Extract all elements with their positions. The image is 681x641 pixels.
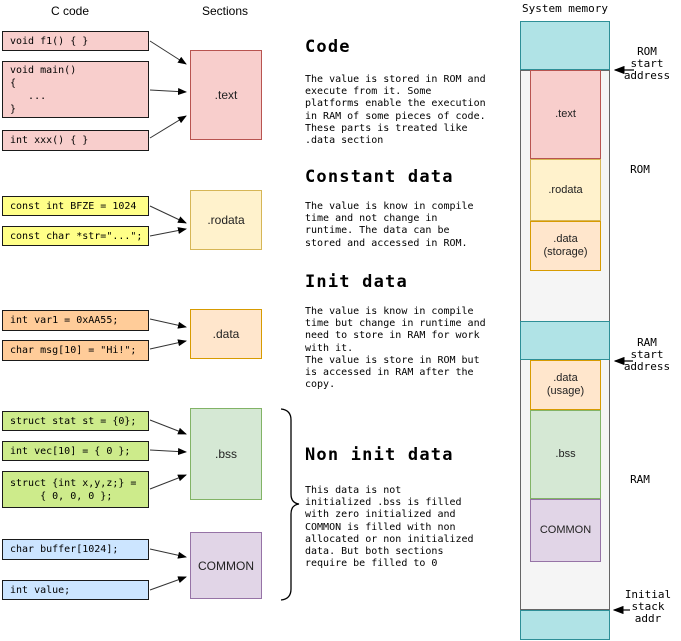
memory-block-data-storage: .data (storage) <box>530 221 601 271</box>
memory-block-text: .text <box>530 70 601 159</box>
memory-block-common: COMMON <box>530 499 601 562</box>
ram-region-label: RAM <box>630 473 650 486</box>
explanation-body-init-data: The value is know in compile time but ch… <box>305 306 486 391</box>
section-box-common: COMMON <box>190 532 262 599</box>
code-box-int-xxx: int xxx() { } <box>2 130 149 151</box>
arrow-bfze-to-rodata <box>149 205 187 224</box>
memory-block-bss: .bss <box>530 410 601 499</box>
arrow-str-to-rodata <box>149 227 187 237</box>
system-memory-header: System memory <box>521 2 609 15</box>
explanation-body-non-init-data: This data is not initialized .bss is fil… <box>305 485 474 570</box>
ram-start-address-label: RAM start address <box>623 336 671 373</box>
arrow-var1-to-data <box>149 318 187 329</box>
arrow-xyz-to-bss <box>149 474 187 490</box>
explanation-title-init-data: Init data <box>305 272 408 292</box>
arrow-f1-to-text <box>149 40 187 65</box>
code-box-char-buffer: char buffer[1024]; <box>2 539 149 560</box>
code-box-const-int: const int BFZE = 1024 <box>2 196 149 216</box>
explanation-body-code: The value is stored in ROM and execute f… <box>305 74 486 147</box>
code-box-struct-stat: struct stat st = {0}; <box>2 411 149 431</box>
rom-start-address-label: ROM start address <box>623 45 671 82</box>
code-box-void-main: void main() { ... } <box>2 61 149 118</box>
arrow-value-to-common <box>149 576 187 591</box>
section-box-text: .text <box>190 50 262 140</box>
code-box-int-value: int value; <box>2 580 149 600</box>
explanation-body-constant-data: The value is know in compile time and no… <box>305 201 474 249</box>
explanation-title-non-init-data: Non init data <box>305 445 454 465</box>
code-box-struct-xyz: struct {int x,y,z;} = { 0, 0, 0 }; <box>2 471 149 508</box>
arrow-main-to-text <box>149 88 187 96</box>
explanation-title-constant-data: Constant data <box>305 167 454 187</box>
memory-block-reserved-top <box>520 21 610 70</box>
memory-block-reserved-mid <box>520 321 610 360</box>
rom-region-label: ROM <box>630 163 650 176</box>
memory-block-data-usage: .data (usage) <box>530 360 601 410</box>
non-init-curly-brace <box>280 408 300 601</box>
arrow-stat-to-bss <box>149 419 187 435</box>
sections-column-header: Sections <box>201 4 249 18</box>
arrow-buffer-to-common <box>149 548 187 559</box>
arrow-xxx-to-text <box>149 115 187 139</box>
memory-block-stack-bottom <box>520 610 610 640</box>
section-box-data: .data <box>190 309 262 359</box>
section-box-rodata: .rodata <box>190 190 262 250</box>
c-code-column-header: C code <box>50 4 90 18</box>
code-box-int-vec: int vec[10] = { 0 }; <box>2 441 149 461</box>
explanation-title-code: Code <box>305 37 351 57</box>
initial-stack-addr-label: Initial stack addr <box>624 588 672 625</box>
code-box-char-msg: char msg[10] = "Hi!"; <box>2 340 149 361</box>
memory-block-rodata: .rodata <box>530 159 601 221</box>
arrow-msg-to-data <box>149 339 187 350</box>
code-box-int-var1: int var1 = 0xAA55; <box>2 310 149 331</box>
section-box-bss: .bss <box>190 408 262 500</box>
code-to-section-arrows <box>149 40 187 591</box>
arrow-vec-to-bss <box>149 448 187 456</box>
code-box-void-f1: void f1() { } <box>2 31 149 51</box>
code-box-const-char: const char *str="..."; <box>2 226 149 246</box>
